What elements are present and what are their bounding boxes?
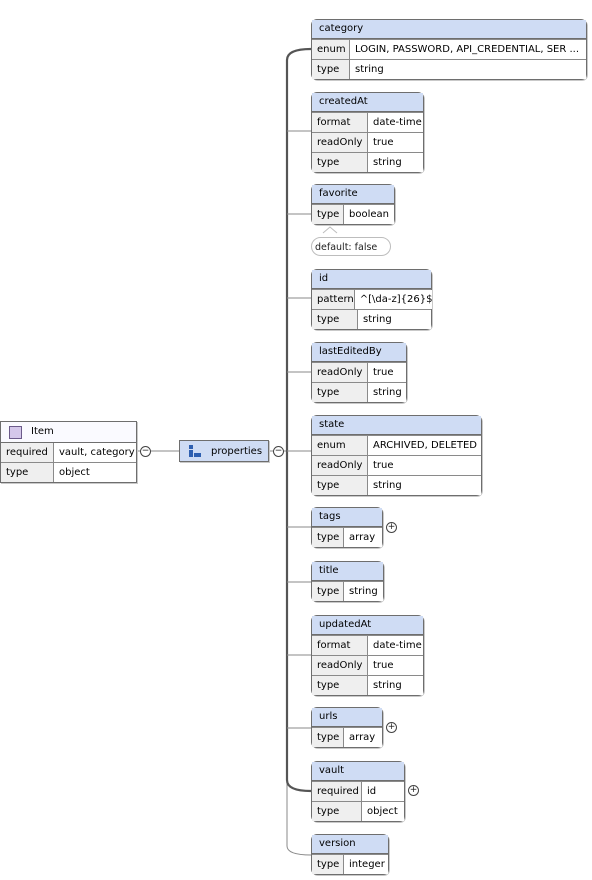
property-value: id (362, 782, 404, 801)
root-collapse-toggle[interactable]: − (140, 446, 151, 457)
property-value: array (344, 728, 382, 747)
property-key: format (312, 113, 368, 132)
default-value-note: default: false (311, 237, 391, 256)
property-value: true (368, 456, 481, 475)
property-key: type (312, 310, 358, 329)
property-value: date-time (368, 113, 423, 132)
property-value: string (344, 582, 383, 601)
properties-node[interactable]: properties (179, 440, 269, 462)
property-key: type (312, 528, 344, 547)
property-key: type (312, 153, 368, 172)
properties-collapse-toggle[interactable]: − (273, 446, 284, 457)
property-key: type (312, 855, 344, 874)
property-name: urls (312, 708, 382, 727)
property-value: true (368, 133, 423, 152)
property-value: ^[\da-z]{26}$ (354, 290, 433, 309)
properties-icon (189, 445, 201, 457)
property-key: type (312, 383, 368, 402)
property-key: format (312, 636, 368, 655)
property-name: createdAt (312, 93, 423, 112)
property-key: type (312, 476, 368, 495)
property-name: category (312, 20, 586, 39)
property-key: type (312, 676, 368, 695)
property-value: object (362, 802, 404, 821)
property-key: readOnly (312, 456, 368, 475)
property-value: string (368, 476, 481, 495)
root-key-type: type (1, 463, 54, 482)
property-key: enum (312, 436, 368, 455)
property-name: updatedAt (312, 616, 423, 635)
root-key-required: required (1, 443, 54, 462)
property-name: vault (312, 762, 404, 781)
root-title: Item (31, 426, 54, 437)
property-key: type (312, 728, 344, 747)
property-key: readOnly (312, 133, 368, 152)
property-value: array (344, 528, 382, 547)
property-key: type (312, 205, 344, 224)
property-key: type (312, 582, 344, 601)
property-key: type (312, 60, 350, 79)
property-value: true (368, 363, 406, 382)
property-value: string (350, 60, 586, 79)
property-value: date-time (368, 636, 423, 655)
root-node-item[interactable]: Item required vault, category type objec… (0, 421, 137, 483)
property-key: readOnly (312, 656, 368, 675)
property-name: favorite (312, 185, 394, 204)
property-value: integer (344, 855, 388, 874)
property-value: string (368, 383, 406, 402)
property-name: lastEditedBy (312, 343, 406, 362)
property-name: title (312, 562, 383, 581)
root-value-type: object (54, 463, 136, 482)
property-value: boolean (344, 205, 394, 224)
vault-expand-toggle[interactable]: + (408, 785, 419, 796)
property-value: true (368, 656, 423, 675)
root-value-required: vault, category (54, 443, 136, 462)
property-value: string (368, 153, 423, 172)
property-value: ARCHIVED, DELETED (368, 436, 481, 455)
properties-label: properties (211, 445, 263, 457)
object-icon (9, 425, 22, 439)
property-value: string (368, 676, 423, 695)
property-key: required (312, 782, 362, 801)
property-name: version (312, 835, 388, 854)
property-key: enum (312, 40, 350, 59)
property-name: id (312, 270, 431, 289)
property-key: readOnly (312, 363, 368, 382)
tags-expand-toggle[interactable]: + (386, 522, 397, 533)
property-key: pattern (312, 290, 355, 309)
property-key: type (312, 802, 362, 821)
property-value: string (358, 310, 431, 329)
urls-expand-toggle[interactable]: + (386, 722, 397, 733)
property-value: LOGIN, PASSWORD, API_CREDENTIAL, SER ... (350, 40, 586, 59)
property-name: state (312, 416, 481, 435)
property-name: tags (312, 508, 382, 527)
